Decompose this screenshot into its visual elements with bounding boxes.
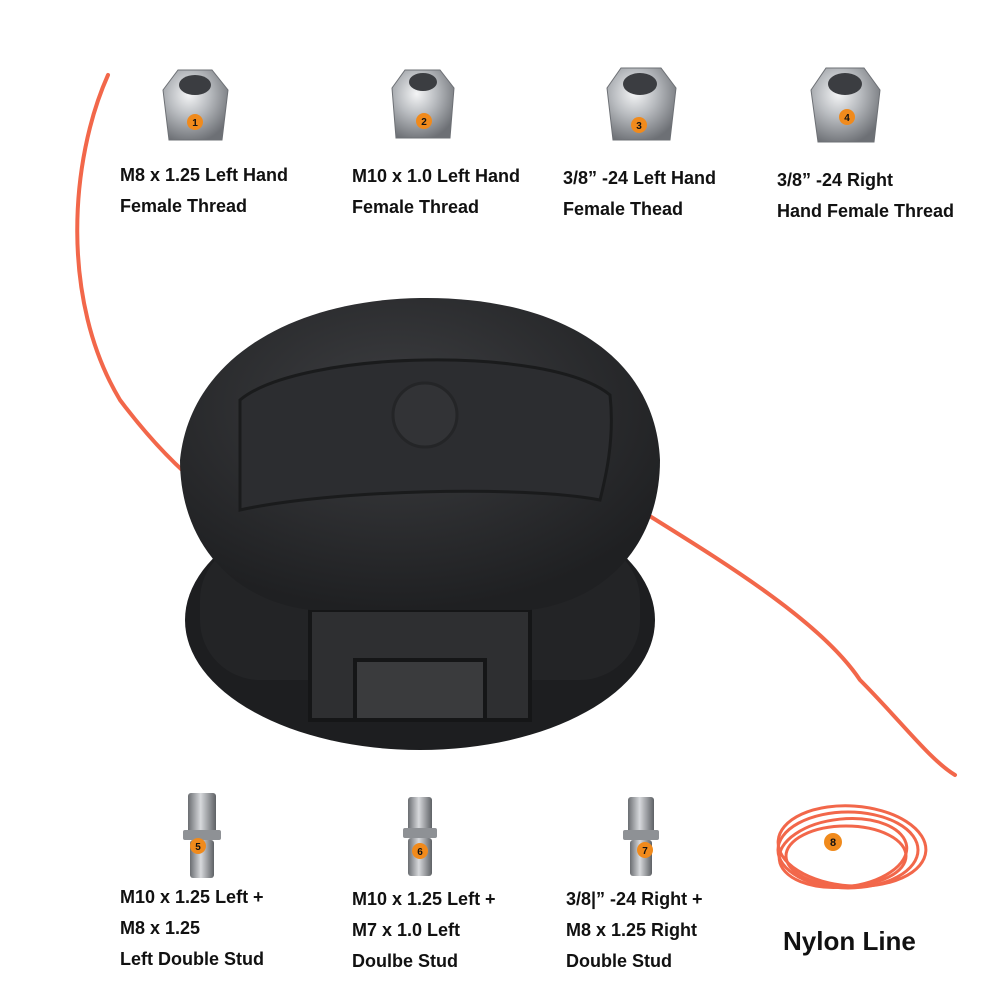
nut-2-label-line1: M10 x 1.0 Left Hand: [352, 166, 521, 186]
stud-6-label: M10 x 1.25 Left + M7 x 1.0 Left Doulbe S…: [352, 884, 496, 977]
svg-text:4: 4: [844, 113, 850, 124]
nut-2-image: [391, 69, 455, 139]
stud-7-label: 3/8|” -24 Right + M8 x 1.25 Right Double…: [566, 884, 703, 977]
nut-4-label-line2: Hand Female Thread: [777, 201, 955, 221]
stud-5-image: [183, 793, 221, 878]
badge-7: 7: [637, 842, 653, 858]
stud-5-label-line2: M8 x 1.25: [120, 918, 201, 938]
badge-6: 6: [412, 843, 428, 859]
stud-6-image: [403, 797, 437, 876]
nut-4-image: [810, 67, 881, 143]
svg-text:2: 2: [421, 117, 427, 128]
svg-text:7: 7: [642, 846, 648, 857]
svg-text:6: 6: [417, 847, 423, 858]
nut-3-label: 3/8” -24 Left Hand Female Thead: [563, 163, 716, 225]
nut-1-label-line1: M8 x 1.25 Left Hand: [120, 165, 289, 185]
nylon-line-label: Nylon Line: [783, 926, 916, 956]
badge-8: 8: [824, 833, 842, 851]
badge-1: 1: [187, 114, 203, 130]
stud-6-label-line2: M7 x 1.0 Left: [352, 920, 461, 940]
svg-text:1: 1: [192, 118, 198, 129]
badge-3: 3: [631, 117, 647, 133]
nut-2-label-line2: Female Thread: [352, 197, 480, 217]
stud-6-label-line1: M10 x 1.25 Left +: [352, 889, 496, 909]
stud-5-label: M10 x 1.25 Left + M8 x 1.25 Left Double …: [120, 882, 264, 975]
svg-text:5: 5: [195, 842, 201, 853]
stud-5-label-line3: Left Double Stud: [120, 949, 264, 969]
svg-text:3: 3: [636, 121, 642, 132]
nut-3-label-line2: Female Thead: [563, 199, 684, 219]
badge-5: 5: [190, 838, 206, 854]
nut-4-label-line1: 3/8” -24 Right: [777, 170, 894, 190]
nylon-line-coil: [776, 804, 928, 890]
nylon-line-strand: [75, 73, 957, 777]
stud-7-image: [623, 797, 659, 876]
stud-6-label-line3: Doulbe Stud: [352, 951, 458, 971]
nut-1-image: [162, 69, 229, 141]
nut-3-image: [606, 67, 677, 141]
nut-1-label-line2: Female Thread: [120, 196, 248, 216]
stud-7-label-line2: M8 x 1.25 Right: [566, 920, 698, 940]
nut-2-label: M10 x 1.0 Left Hand Female Thread: [352, 161, 520, 223]
stud-5-label-line1: M10 x 1.25 Left +: [120, 887, 264, 907]
badge-2: 2: [416, 113, 432, 129]
nut-3-label-line1: 3/8” -24 Left Hand: [563, 168, 717, 188]
stud-7-label-line1: 3/8|” -24 Right +: [566, 889, 703, 909]
badge-4: 4: [839, 109, 855, 125]
stud-7-label-line3: Double Stud: [566, 951, 672, 971]
nut-4-label: 3/8” -24 Right Hand Female Thread: [777, 165, 954, 227]
svg-text:8: 8: [830, 837, 836, 849]
nut-1-label: M8 x 1.25 Left Hand Female Thread: [120, 160, 288, 222]
trimmer-head: [180, 297, 660, 750]
